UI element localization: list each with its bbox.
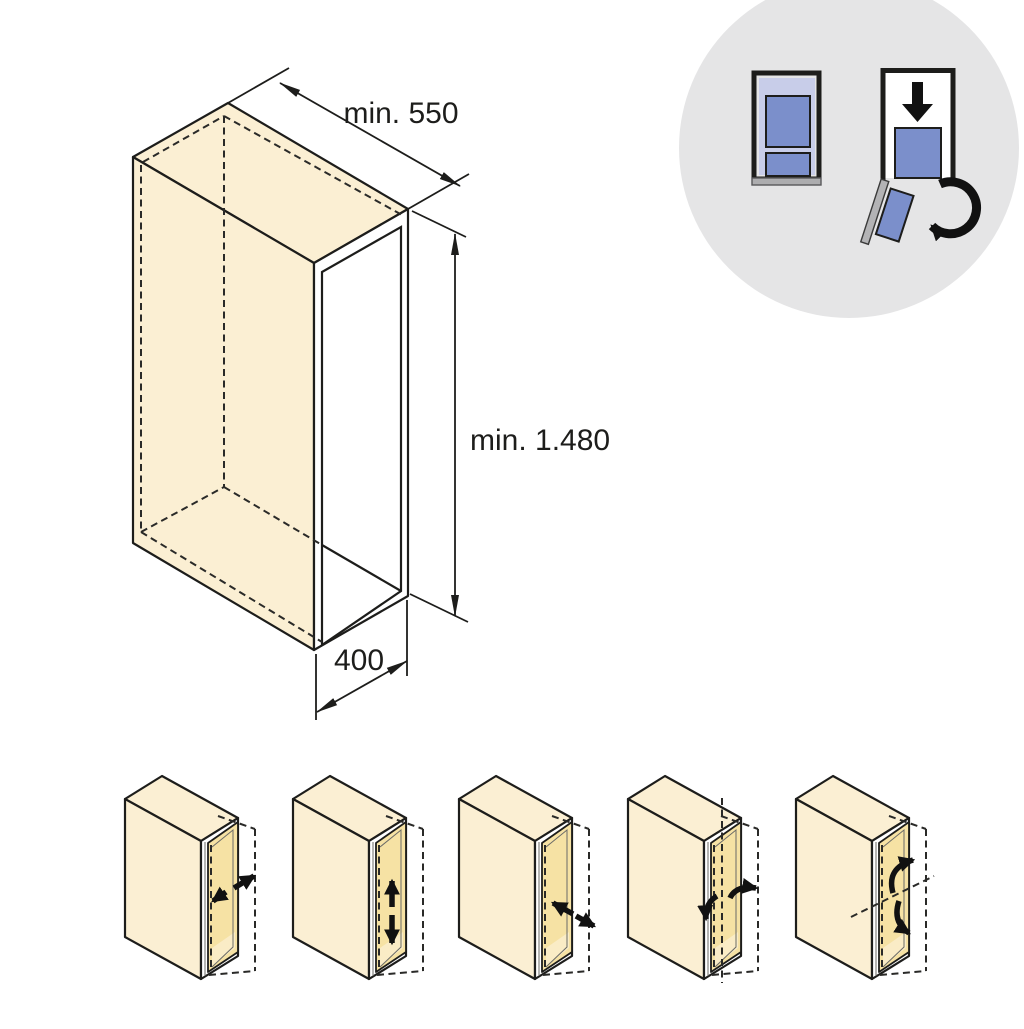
depth-dimension-label: 400 xyxy=(334,644,384,677)
variant-door-pivots-horizontal-axis xyxy=(794,774,935,981)
width-dimension-label: min. 550 xyxy=(343,97,458,130)
motion-arrow-curved xyxy=(697,893,719,922)
witness-line xyxy=(407,173,470,210)
rotate-arrow-icon xyxy=(928,177,981,242)
cabinet-body xyxy=(626,774,760,981)
motion-arrow-curved xyxy=(888,856,916,894)
interior-bottom-edge xyxy=(321,544,402,592)
cabinet-body xyxy=(291,774,425,981)
motion-arrow xyxy=(211,886,229,904)
witness-line xyxy=(411,210,467,238)
cabinet-front-closed-icon xyxy=(751,70,822,186)
motion-arrow xyxy=(550,900,575,917)
variant-door-pivots-vertical-axis xyxy=(626,774,760,983)
hidden-interior-edges xyxy=(140,115,403,643)
variant-door-moves-in-out xyxy=(123,774,257,981)
badge-circle xyxy=(679,0,1019,318)
motion-arrow-curved xyxy=(893,900,911,936)
door-tilts-out-icon xyxy=(859,178,915,246)
variant-door-slides-vertically xyxy=(291,774,425,981)
dimension-width: min. 550 xyxy=(227,67,470,210)
height-dimension-label: min. 1.480 xyxy=(470,424,610,457)
dimension-line xyxy=(316,660,408,713)
dimension-height: min. 1.480 xyxy=(409,210,610,623)
down-arrow-icon xyxy=(902,82,933,122)
cabinet-front-opening-face xyxy=(312,207,410,652)
main-cabinet-drawing xyxy=(131,101,410,652)
cabinet-body xyxy=(123,774,257,981)
witness-line xyxy=(409,593,469,623)
dimension-depth: 400 xyxy=(315,600,408,720)
witness-line xyxy=(227,67,290,104)
mechanism-badge xyxy=(679,0,1019,318)
motion-arrow-curved xyxy=(727,878,759,900)
pivot-axis xyxy=(850,875,935,918)
motion-arrow xyxy=(574,912,596,929)
motion-arrow xyxy=(232,873,256,891)
variant-door-slides-laterally xyxy=(457,774,596,981)
cabinet-body xyxy=(457,774,591,981)
cabinet-body xyxy=(794,774,928,981)
dimension-line xyxy=(279,82,461,187)
door-slides-down-icon xyxy=(859,68,981,246)
